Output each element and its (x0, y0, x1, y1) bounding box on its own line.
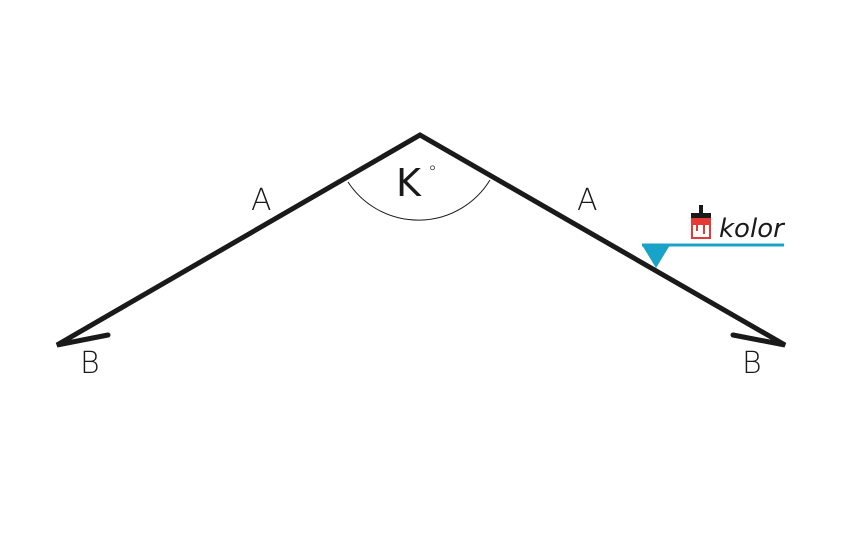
angle-unit: ° (428, 162, 437, 183)
edge-label-right: A (577, 183, 598, 218)
profile-line (55, 132, 787, 348)
color-side-label: kolor (719, 214, 786, 244)
angle-label: K (396, 161, 422, 205)
paint-brush-icon (691, 205, 711, 239)
edge-label-left: A (251, 183, 272, 218)
hem-label-left: B (80, 346, 100, 381)
triangle-down-icon (642, 245, 670, 268)
color-side-marker (642, 243, 784, 268)
hem-label-right: B (742, 346, 762, 381)
angle-arc (347, 179, 491, 221)
